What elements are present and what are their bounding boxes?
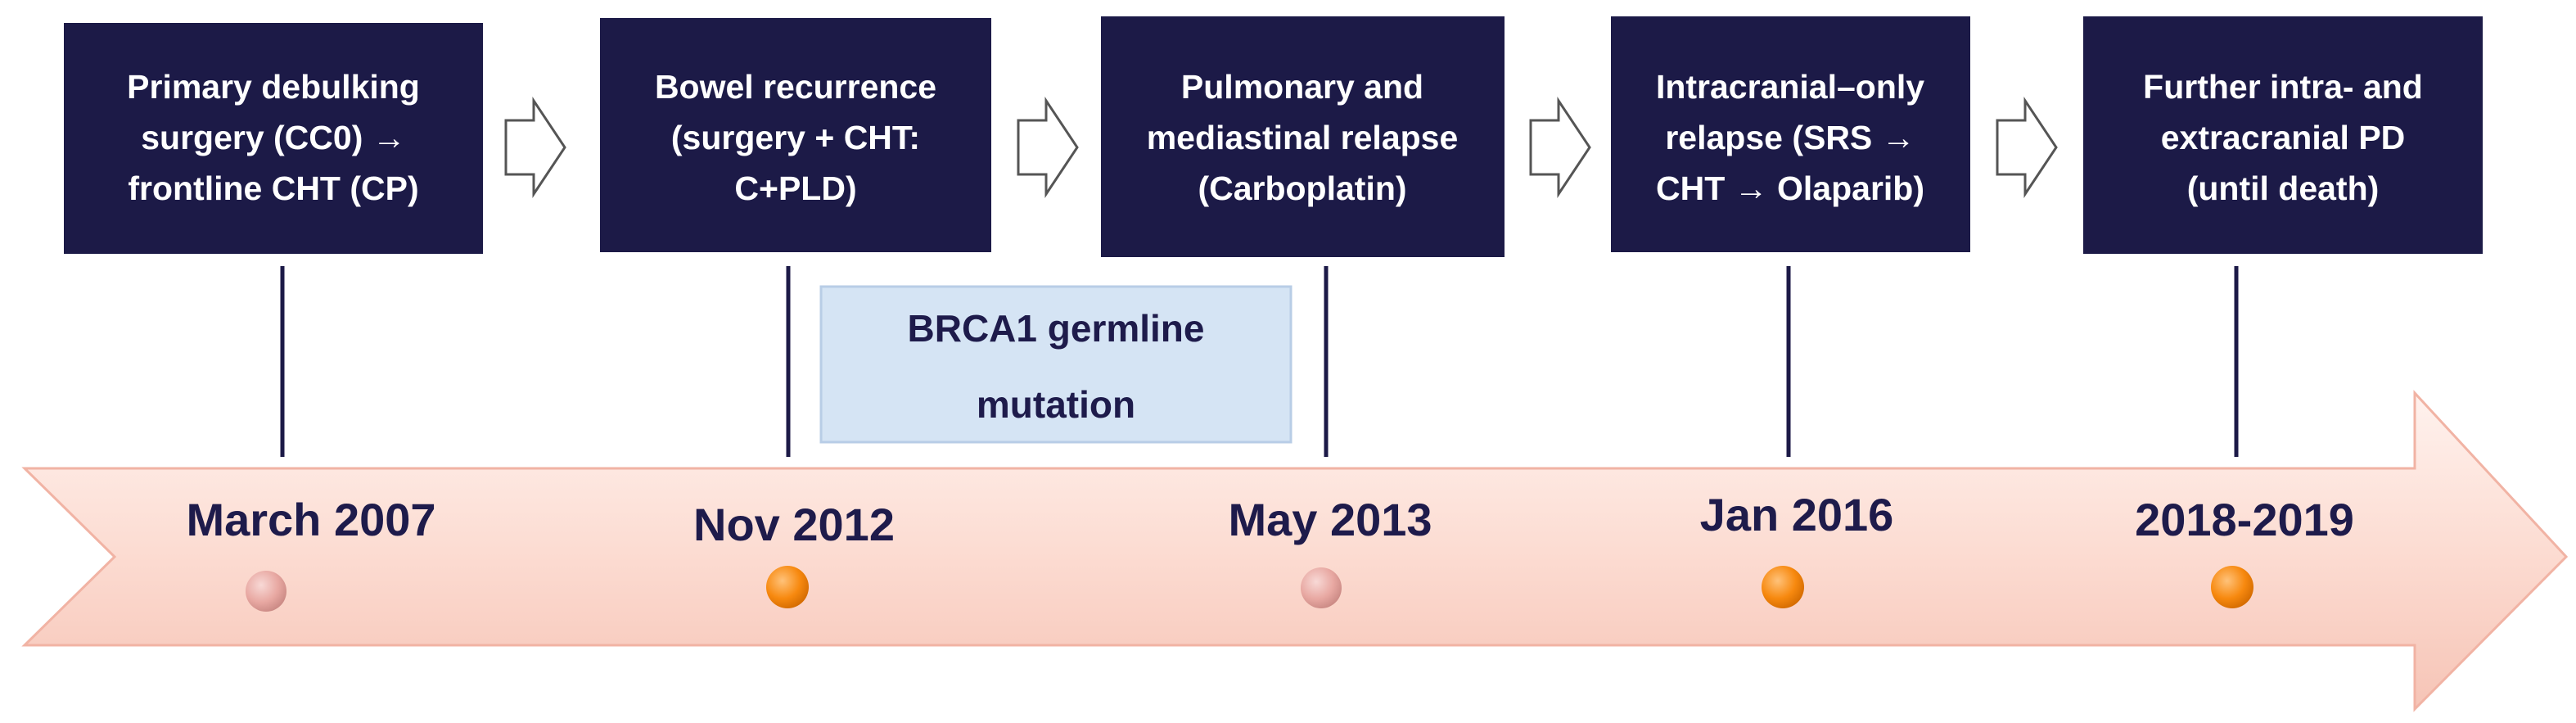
chevron-right-icon: [504, 97, 566, 198]
event-box-line-2: (surgery + CHT:: [671, 119, 920, 156]
event-marker-pink: [1301, 567, 1342, 608]
event-box-line-1: Pulmonary and: [1181, 68, 1423, 106]
event-date: March 2007: [186, 494, 435, 545]
event-date: Nov 2012: [693, 499, 895, 550]
event-date: Jan 2016: [1700, 489, 1894, 540]
event-marker-orange: [1762, 566, 1804, 608]
event-may-2013: Pulmonary and mediastinal relapse (Carbo…: [1101, 16, 1505, 608]
timeline-arrow: [21, 390, 2569, 712]
event-box: [1101, 16, 1505, 257]
event-box-line-3: frontline CHT (CP): [128, 169, 418, 207]
event-box-line-3: (Carboplatin): [1198, 169, 1406, 207]
event-box: [600, 18, 991, 252]
event-box-line-3: C+PLD): [734, 169, 856, 207]
event-box-line-3: CHT → Olaparib): [1656, 169, 1924, 207]
event-marker-pink: [246, 571, 286, 612]
event-box: [64, 23, 483, 254]
event-box-line-2: mediastinal relapse: [1147, 119, 1459, 156]
mutation-label-line-1: BRCA1 germline: [908, 307, 1205, 350]
chevron-right-icon: [1529, 97, 1591, 198]
event-box: [1611, 16, 1970, 252]
event-box-line-1: Primary debulking: [127, 68, 420, 106]
event-box-line-3: (until death): [2187, 169, 2380, 207]
event-marker-orange: [766, 566, 809, 608]
event-box: [2083, 16, 2483, 254]
event-box-line-2: extracranial PD: [2161, 119, 2406, 156]
chevron-right-icon: [1996, 97, 2058, 198]
event-nov-2012: Bowel recurrence (surgery + CHT: C+PLD) …: [600, 18, 991, 608]
event-box-line-2: relapse (SRS →: [1665, 119, 1915, 156]
event-date: 2018-2019: [2135, 494, 2354, 545]
event-box-line-1: Further intra- and: [2143, 68, 2423, 106]
event-box-line-2: surgery (CC0) →: [141, 119, 406, 156]
chevron-right-icon: [1017, 97, 1079, 198]
brca1-mutation-box: BRCA1 germline mutation: [819, 285, 1293, 444]
event-marker-orange: [2211, 566, 2253, 608]
event-box-line-1: Bowel recurrence: [655, 68, 936, 106]
mutation-box-bg: [819, 285, 1293, 444]
event-2018-2019: Further intra- and extracranial PD (unti…: [2083, 16, 2483, 608]
event-march-2007: Primary debulking surgery (CC0) → frontl…: [64, 23, 483, 612]
event-jan-2016: Intracranial–only relapse (SRS → CHT → O…: [1611, 16, 1970, 608]
mutation-label-line-2: mutation: [977, 383, 1135, 426]
event-box-line-1: Intracranial–only: [1656, 68, 1924, 106]
event-date: May 2013: [1228, 494, 1432, 545]
